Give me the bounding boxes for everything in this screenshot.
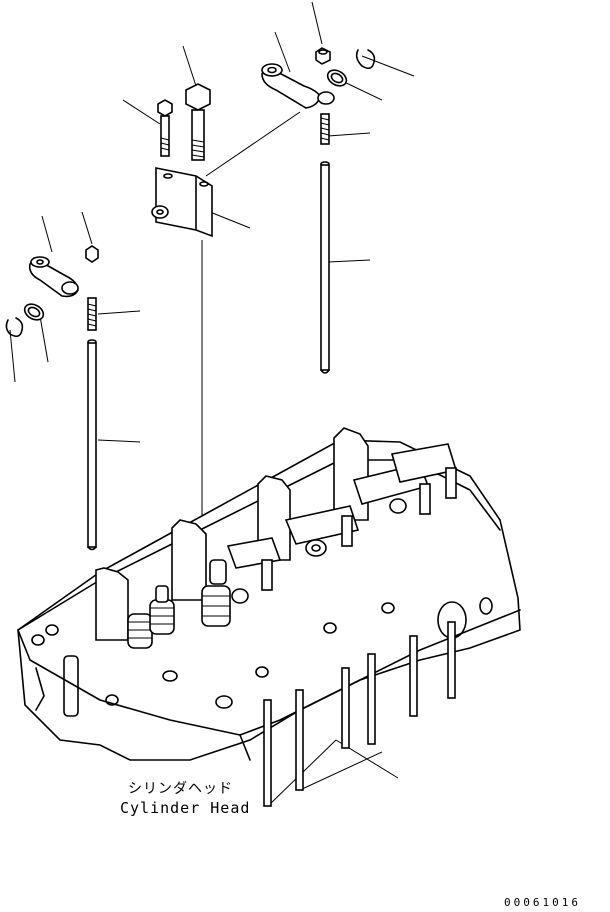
adjusting-nut-left	[85, 245, 99, 263]
bolt-long	[185, 83, 211, 161]
adjusting-screw-left	[87, 297, 97, 331]
caption-english: Cylinder Head	[120, 799, 251, 817]
cylinder-head	[17, 427, 521, 807]
bolt-short	[157, 99, 173, 157]
drawing-number: 00061016	[504, 896, 581, 909]
valve-spring-group	[127, 559, 231, 649]
head-ports	[31, 597, 493, 717]
washer-upper	[326, 69, 348, 87]
rocker-arm-upper	[261, 63, 335, 109]
rocker-arm-left	[28, 256, 79, 298]
washer-left	[23, 303, 45, 321]
snap-ring-upper	[355, 49, 376, 70]
adjusting-nut-upper	[315, 47, 331, 65]
caption-japanese: シリンダヘッド	[128, 781, 233, 797]
push-rod-left	[87, 339, 97, 551]
push-rod-upper	[320, 161, 330, 374]
rocker-shaft-support	[151, 167, 213, 238]
snap-ring-left	[5, 317, 24, 338]
installed-rocker-assembly	[226, 443, 458, 604]
adjusting-screw-upper	[320, 113, 330, 145]
push-rod-group	[263, 621, 456, 807]
